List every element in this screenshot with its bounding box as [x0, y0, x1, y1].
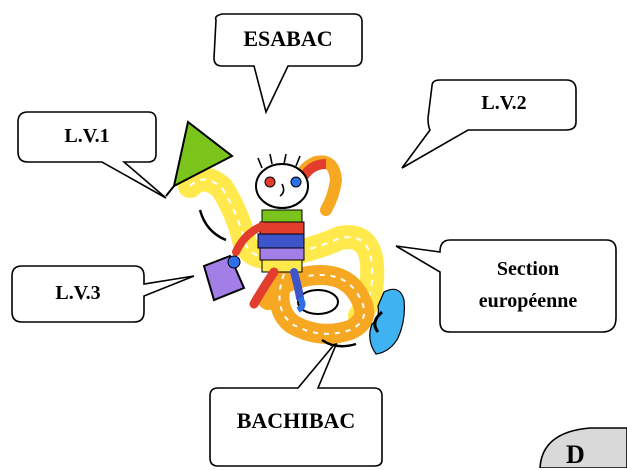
road-hole	[297, 289, 339, 315]
nose	[279, 183, 285, 197]
lv3-bubble	[11, 265, 195, 323]
hair	[257, 153, 301, 169]
foot	[296, 296, 306, 313]
gray-corner-shape	[539, 427, 627, 468]
triangle-stick	[165, 185, 175, 197]
lv2-bubble	[401, 79, 577, 169]
yellow-road-dash	[189, 178, 374, 317]
esabac-bubble	[213, 13, 363, 115]
green-triangle	[172, 120, 234, 188]
section-europeenne-label-line1: Section	[496, 258, 560, 280]
character-illustration	[165, 120, 405, 355]
esabac-label: ESABAC	[243, 26, 333, 51]
eye-left	[264, 176, 276, 188]
lv2-label: L.V.2	[481, 92, 527, 114]
right-leg	[290, 268, 304, 302]
orange-road-dash	[278, 273, 366, 335]
lv1-label: L.V.1	[64, 125, 110, 147]
ink-stroke-2	[321, 339, 357, 348]
left-arm	[232, 222, 266, 256]
head	[255, 163, 309, 209]
section-europeenne-label-line2: européenne	[478, 290, 578, 312]
eye-right	[290, 176, 302, 188]
black-squiggle	[373, 310, 383, 333]
lv3-label: L.V.3	[55, 282, 101, 304]
bachibac-bubble	[209, 339, 383, 467]
ink-stroke-1	[198, 209, 227, 242]
left-leg	[249, 267, 279, 309]
corner-fragment-text: D	[566, 440, 585, 469]
lv1-bubble	[17, 111, 167, 199]
section-europeenne-bubble	[395, 239, 617, 333]
left-hand	[227, 255, 241, 269]
arm-red	[299, 159, 327, 179]
striped-body	[257, 209, 305, 273]
bachibac-label: BACHIBAC	[236, 408, 356, 433]
